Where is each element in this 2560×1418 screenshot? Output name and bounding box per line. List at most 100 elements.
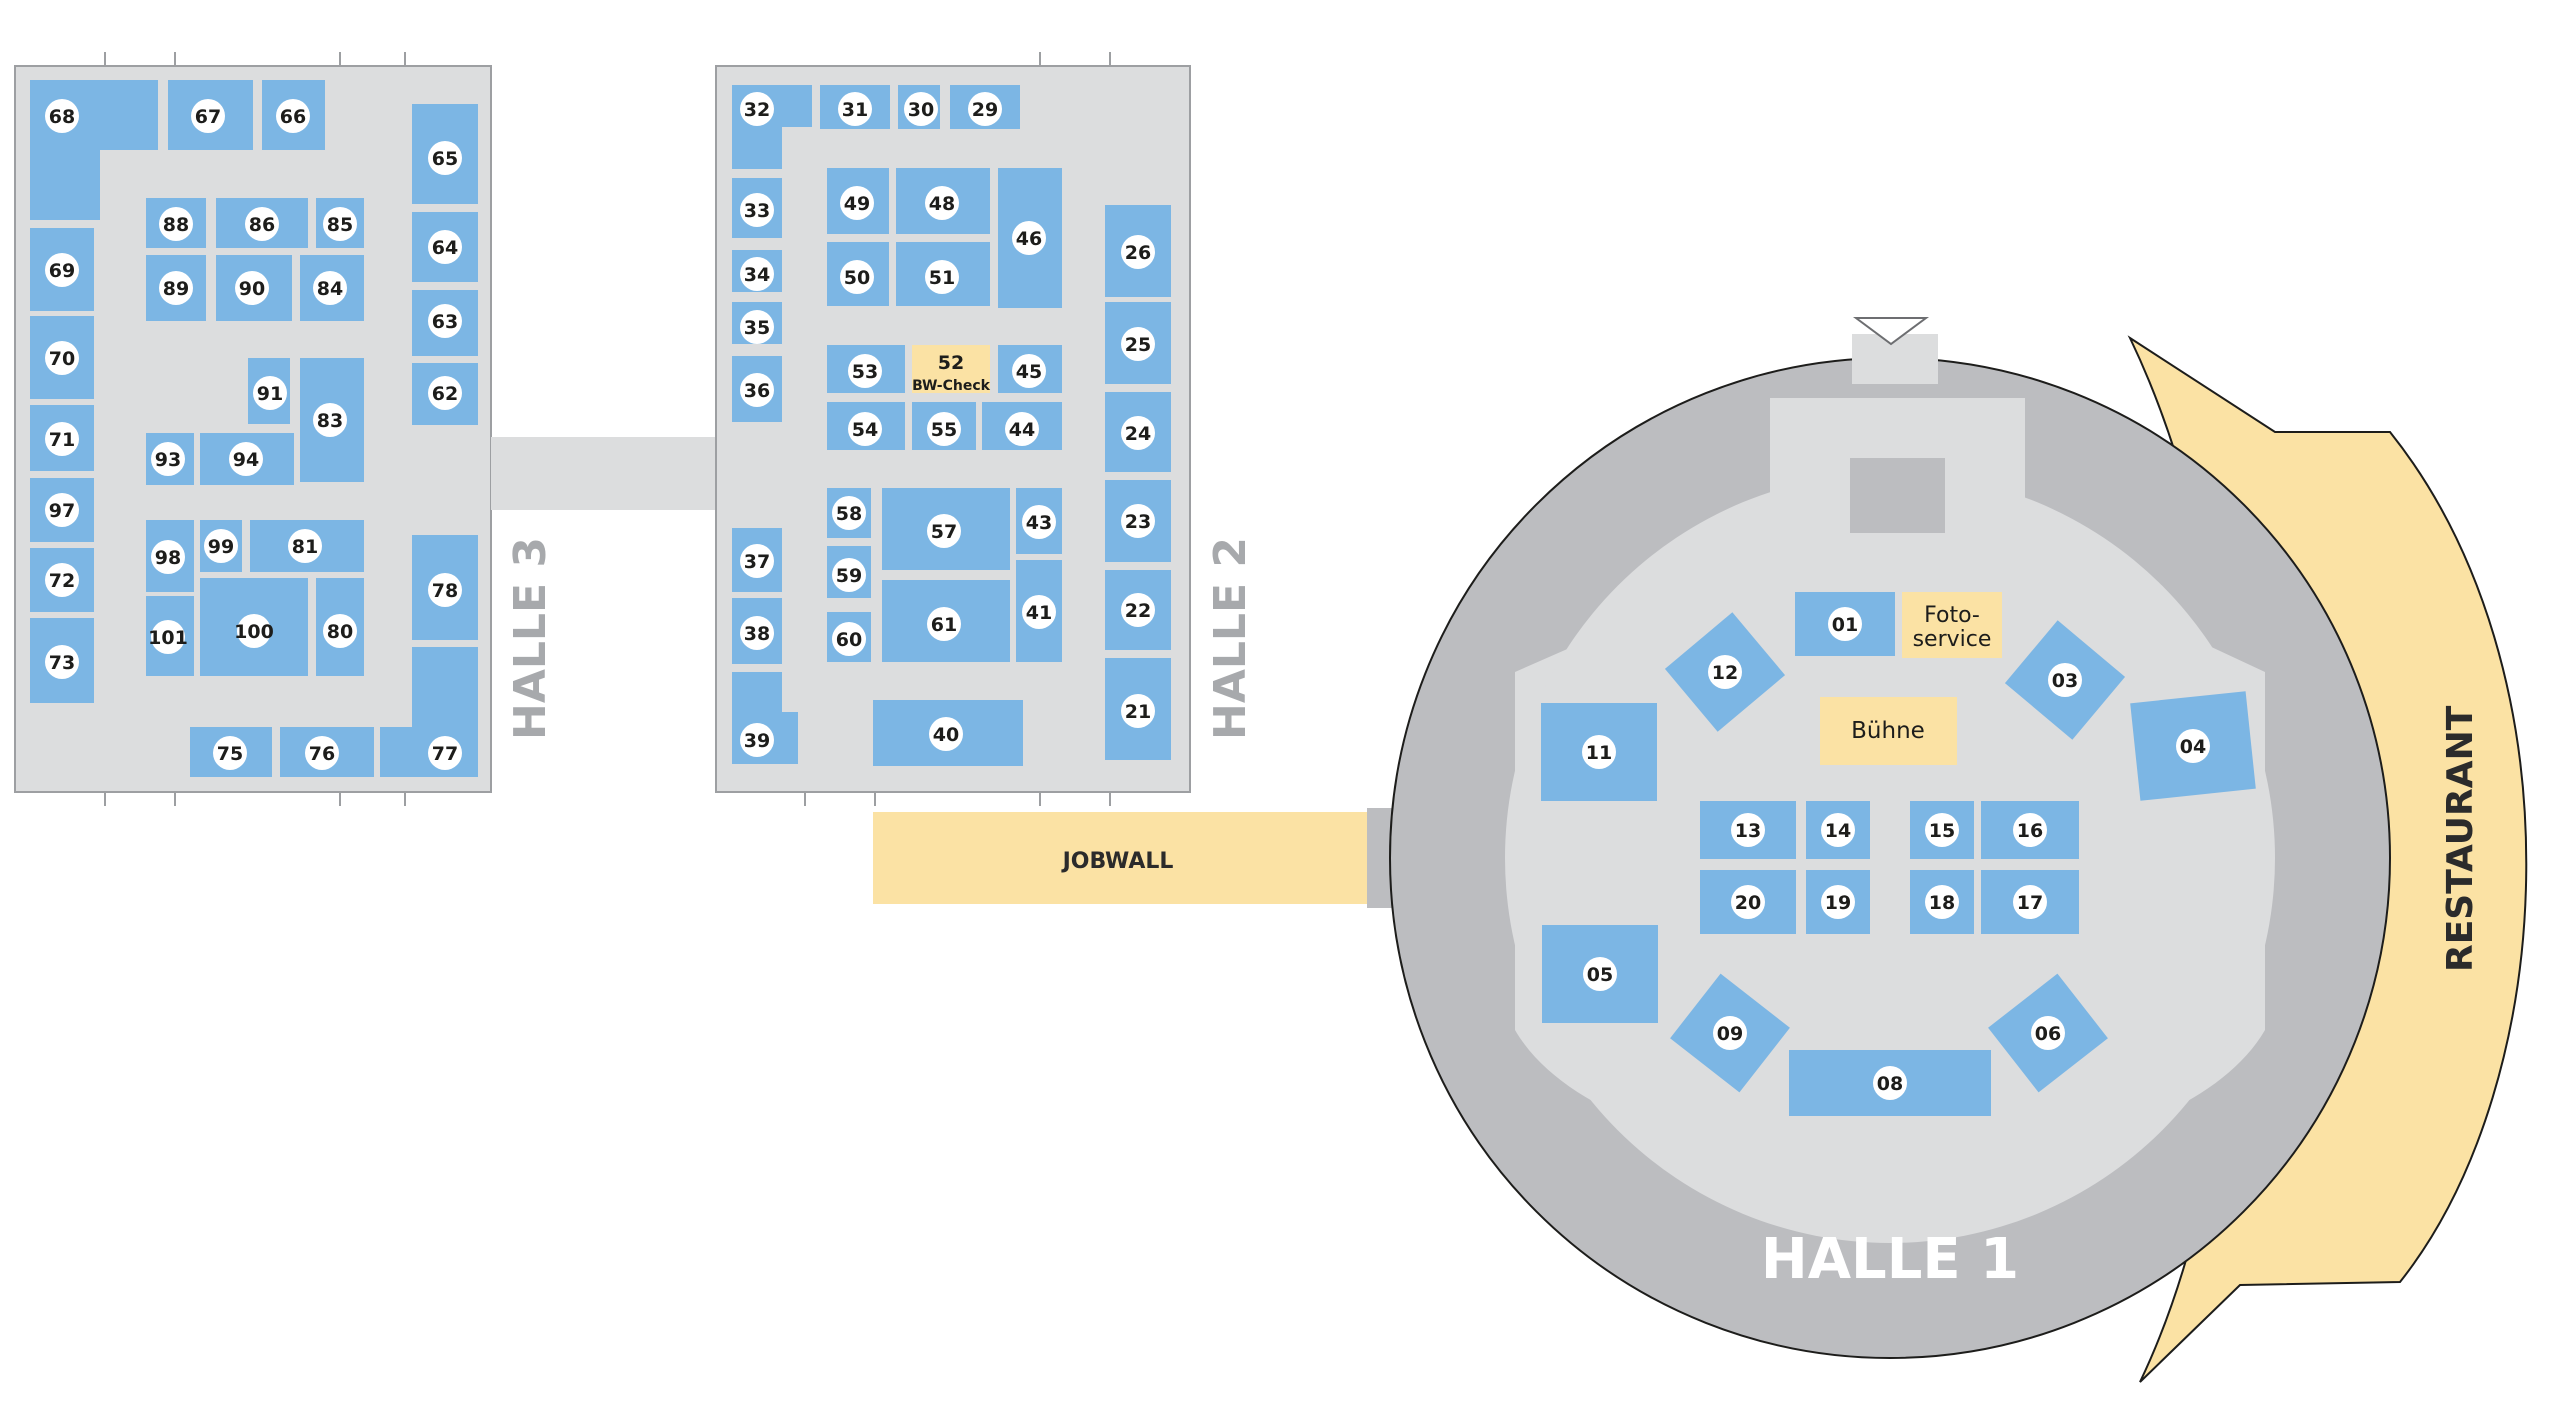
booth-09-number: 09: [1717, 1023, 1743, 1045]
booth-57[interactable]: 57: [882, 488, 1010, 570]
booth-50[interactable]: 50: [827, 242, 889, 306]
booth-52-bw-check[interactable]: 52 BW-Check: [912, 345, 991, 394]
booth-31[interactable]: 31: [820, 85, 890, 129]
booth-22[interactable]: 22: [1105, 570, 1171, 650]
booth-09[interactable]: 09: [1670, 973, 1790, 1093]
booth-19[interactable]: 19: [1806, 870, 1870, 934]
booth-90[interactable]: 90: [216, 255, 292, 321]
booth-88[interactable]: 88: [146, 198, 206, 248]
booth-35[interactable]: 35: [732, 302, 782, 344]
booth-65[interactable]: 65: [412, 104, 478, 204]
booth-91[interactable]: 91: [248, 358, 290, 424]
booth-62[interactable]: 62: [412, 363, 478, 425]
booth-100[interactable]: 100: [200, 578, 308, 676]
booth-01-number: 01: [1832, 614, 1858, 636]
booth-64[interactable]: 64: [412, 212, 478, 282]
booth-59[interactable]: 59: [827, 546, 871, 598]
booth-76[interactable]: 76: [280, 727, 374, 777]
booth-23[interactable]: 23: [1105, 480, 1171, 562]
booth-22-number: 22: [1125, 600, 1151, 622]
booth-18[interactable]: 18: [1910, 870, 1974, 934]
booth-33[interactable]: 33: [732, 178, 782, 238]
booth-83[interactable]: 83: [300, 358, 364, 482]
booth-24[interactable]: 24: [1105, 392, 1171, 472]
booth-30[interactable]: 30: [898, 85, 940, 129]
booth-53[interactable]: 53: [827, 345, 905, 393]
booth-84-number: 84: [317, 278, 343, 300]
fotoservice-area[interactable]: Foto- service: [1902, 592, 2002, 658]
booth-75-number: 75: [217, 743, 243, 765]
booth-78[interactable]: 78: [412, 535, 478, 640]
booth-26[interactable]: 26: [1105, 205, 1171, 297]
booth-29[interactable]: 29: [950, 85, 1020, 129]
booth-23-number: 23: [1125, 511, 1151, 533]
booth-21[interactable]: 21: [1105, 658, 1171, 760]
booth-66-number: 66: [280, 106, 306, 128]
booth-86[interactable]: 86: [216, 198, 308, 248]
booth-77[interactable]: 77: [380, 647, 478, 777]
booth-43[interactable]: 43: [1016, 488, 1062, 554]
booth-49[interactable]: 49: [827, 168, 889, 234]
booth-68[interactable]: 68: [30, 80, 158, 220]
booth-60[interactable]: 60: [827, 612, 871, 662]
booth-85[interactable]: 85: [316, 198, 364, 248]
booth-45[interactable]: 45: [998, 345, 1062, 393]
booth-54[interactable]: 54: [827, 402, 905, 450]
booth-67[interactable]: 67: [168, 80, 253, 150]
booth-16[interactable]: 16: [1981, 801, 2079, 859]
booth-36[interactable]: 36: [732, 356, 782, 422]
booth-58[interactable]: 58: [827, 488, 871, 538]
booth-101[interactable]: 101: [146, 596, 194, 676]
booth-97[interactable]: 97: [30, 478, 94, 542]
booth-61[interactable]: 61: [882, 580, 1010, 662]
jobwall-area[interactable]: JOBWALL: [873, 812, 1367, 904]
booth-39[interactable]: 39: [732, 672, 798, 764]
booth-06[interactable]: 06: [1988, 973, 2108, 1093]
booth-25[interactable]: 25: [1105, 302, 1171, 384]
booth-81[interactable]: 81: [250, 520, 364, 572]
booth-41[interactable]: 41: [1016, 560, 1062, 662]
booth-69[interactable]: 69: [30, 228, 94, 311]
booth-44[interactable]: 44: [982, 402, 1062, 450]
booth-98[interactable]: 98: [146, 520, 194, 592]
booth-15[interactable]: 15: [1910, 801, 1974, 859]
booth-23-badge: [1121, 504, 1155, 538]
booth-08[interactable]: 08: [1789, 1050, 1991, 1116]
booth-37[interactable]: 37: [732, 528, 782, 592]
booth-66[interactable]: 66: [262, 80, 325, 150]
booth-72[interactable]: 72: [30, 548, 94, 612]
booth-94[interactable]: 94: [200, 433, 294, 485]
stage-area[interactable]: Bühne: [1820, 697, 1957, 765]
booth-01[interactable]: 01: [1795, 592, 1895, 656]
booth-84[interactable]: 84: [300, 255, 364, 321]
booth-14[interactable]: 14: [1806, 801, 1870, 859]
booth-05[interactable]: 05: [1542, 925, 1658, 1023]
booth-93[interactable]: 93: [146, 433, 194, 485]
booth-32[interactable]: 32: [732, 85, 812, 169]
booth-63[interactable]: 63: [412, 290, 478, 356]
booth-04[interactable]: 04: [2130, 691, 2256, 801]
booth-20-number: 20: [1735, 892, 1761, 914]
booth-70[interactable]: 70: [30, 316, 94, 399]
booth-34[interactable]: 34: [732, 250, 782, 292]
booth-12[interactable]: 12: [1664, 612, 1786, 732]
booth-20[interactable]: 20: [1700, 870, 1796, 934]
booth-48[interactable]: 48: [896, 168, 990, 234]
booth-17[interactable]: 17: [1981, 870, 2079, 934]
booth-38[interactable]: 38: [732, 598, 782, 664]
booth-80[interactable]: 80: [316, 578, 364, 676]
booth-75[interactable]: 75: [190, 727, 272, 777]
booth-99[interactable]: 99: [200, 520, 242, 572]
booth-40[interactable]: 40: [873, 700, 1023, 766]
booth-68-badge: [45, 99, 79, 133]
booth-73[interactable]: 73: [30, 618, 94, 703]
booth-03[interactable]: 03: [2004, 620, 2126, 740]
booth-11[interactable]: 11: [1541, 703, 1657, 801]
booth-51[interactable]: 51: [896, 242, 990, 306]
booth-26-badge: [1121, 235, 1155, 269]
booth-89[interactable]: 89: [146, 255, 206, 321]
booth-71[interactable]: 71: [30, 405, 94, 471]
booth-55[interactable]: 55: [912, 402, 976, 450]
booth-46[interactable]: 46: [998, 168, 1062, 308]
booth-13[interactable]: 13: [1700, 801, 1796, 859]
